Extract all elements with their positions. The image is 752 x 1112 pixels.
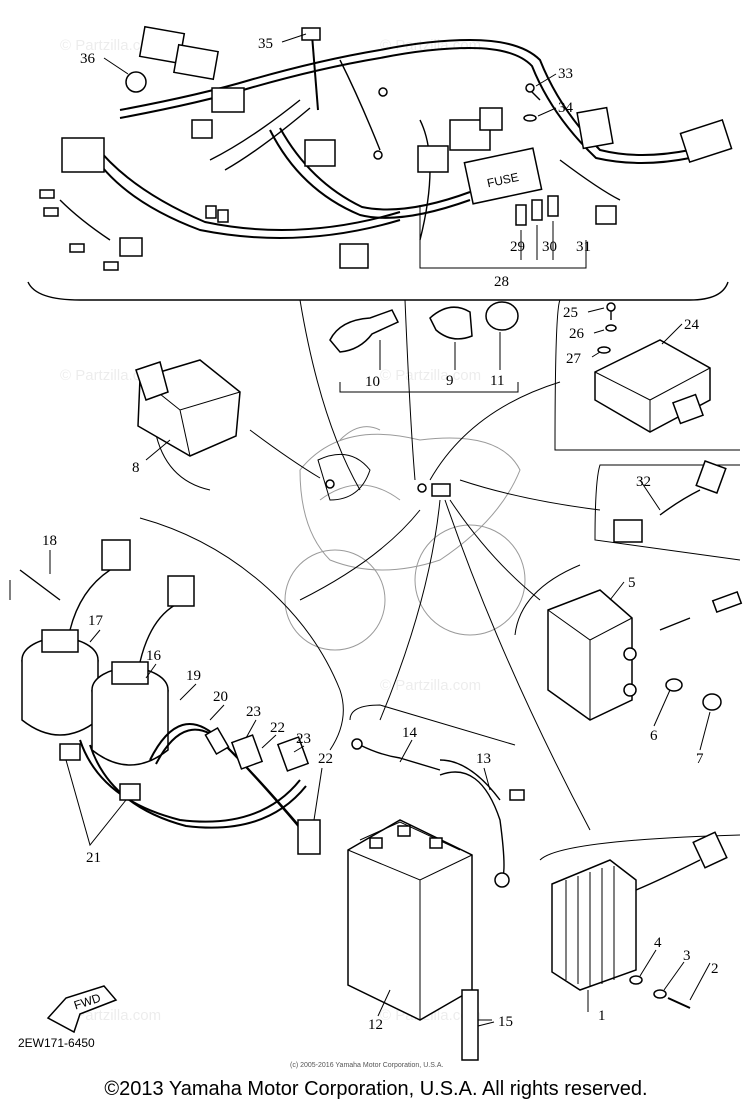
- callout-2: 2: [711, 961, 719, 977]
- fuse-box-label: FUSE: [486, 170, 520, 190]
- callout-11: 11: [490, 373, 504, 389]
- parts-diagram: © Partzilla.com © Partzilla.com © Partzi…: [9, 25, 743, 1069]
- relay-group: [135, 359, 241, 491]
- svg-text:© Partzilla.com: © Partzilla.com: [380, 367, 481, 384]
- callout-23a: 23: [246, 704, 261, 720]
- callout-21: 21: [86, 850, 101, 866]
- svg-text:© Partzilla.com: © Partzilla.com: [60, 37, 161, 54]
- callout-23b: 23: [296, 731, 311, 747]
- callout-26: 26: [569, 326, 585, 342]
- callout-36: 36: [80, 51, 96, 67]
- callout-12: 12: [368, 1017, 383, 1033]
- callout-15: 15: [498, 1014, 513, 1030]
- callout-4: 4: [654, 935, 662, 951]
- battery-group: [347, 704, 525, 1061]
- callout-25: 25: [563, 305, 578, 321]
- diagram-small-notice: (c) 2005-2016 Yamaha Motor Corporation, …: [290, 1062, 443, 1069]
- callout-16: 16: [146, 648, 162, 664]
- callout-14: 14: [402, 725, 418, 741]
- callout-29: 29: [510, 239, 525, 255]
- callout-33: 33: [558, 66, 573, 82]
- callout-18: 18: [42, 533, 57, 549]
- callout-34: 34: [558, 100, 574, 116]
- callout-28: 28: [494, 274, 509, 290]
- starter-relay-group: [514, 564, 743, 721]
- callout-20: 20: [213, 689, 228, 705]
- motorcycle-silhouette: [284, 426, 526, 651]
- callout-35: 35: [258, 36, 273, 52]
- callout-5: 5: [628, 575, 636, 591]
- callout-17: 17: [88, 613, 104, 629]
- cdi-group: [554, 299, 740, 451]
- callout-22a: 22: [270, 720, 285, 736]
- callout-6: 6: [650, 728, 658, 744]
- leader-lines: [249, 299, 601, 831]
- callout-10: 10: [365, 374, 380, 390]
- callout-labels: 1 2 3 4 5 6 7 8 9 10 11 12 13 14 15 16 1…: [42, 36, 719, 1033]
- rectifier-group: [539, 831, 741, 1012]
- callout-19: 19: [186, 668, 201, 684]
- callout-9: 9: [446, 373, 454, 389]
- fwd-arrow: FWD: [46, 985, 118, 1034]
- drawing-code: 2EW171-6450: [18, 1036, 95, 1050]
- callout-1: 1: [598, 1008, 606, 1024]
- wire-harness: FUSE: [27, 25, 733, 301]
- callout-3: 3: [683, 948, 691, 964]
- watermarks: © Partzilla.com © Partzilla.com © Partzi…: [60, 37, 481, 1024]
- callout-leaders: [49, 33, 711, 1027]
- svg-text:© Partzilla.com: © Partzilla.com: [380, 677, 481, 694]
- callout-13: 13: [476, 751, 491, 767]
- callout-8: 8: [132, 460, 140, 476]
- brackets-group: [329, 301, 519, 393]
- callout-27: 27: [566, 351, 582, 367]
- callout-31: 31: [576, 239, 591, 255]
- callout-32: 32: [636, 474, 651, 490]
- callout-24: 24: [684, 317, 700, 333]
- callout-30: 30: [542, 239, 557, 255]
- ignition-coil-group: [9, 517, 344, 855]
- copyright-notice: ©2013 Yamaha Motor Corporation, U.S.A. A…: [104, 1078, 648, 1100]
- callout-7: 7: [696, 751, 704, 767]
- sensor-group: [594, 460, 741, 561]
- callout-22b: 22: [318, 751, 333, 767]
